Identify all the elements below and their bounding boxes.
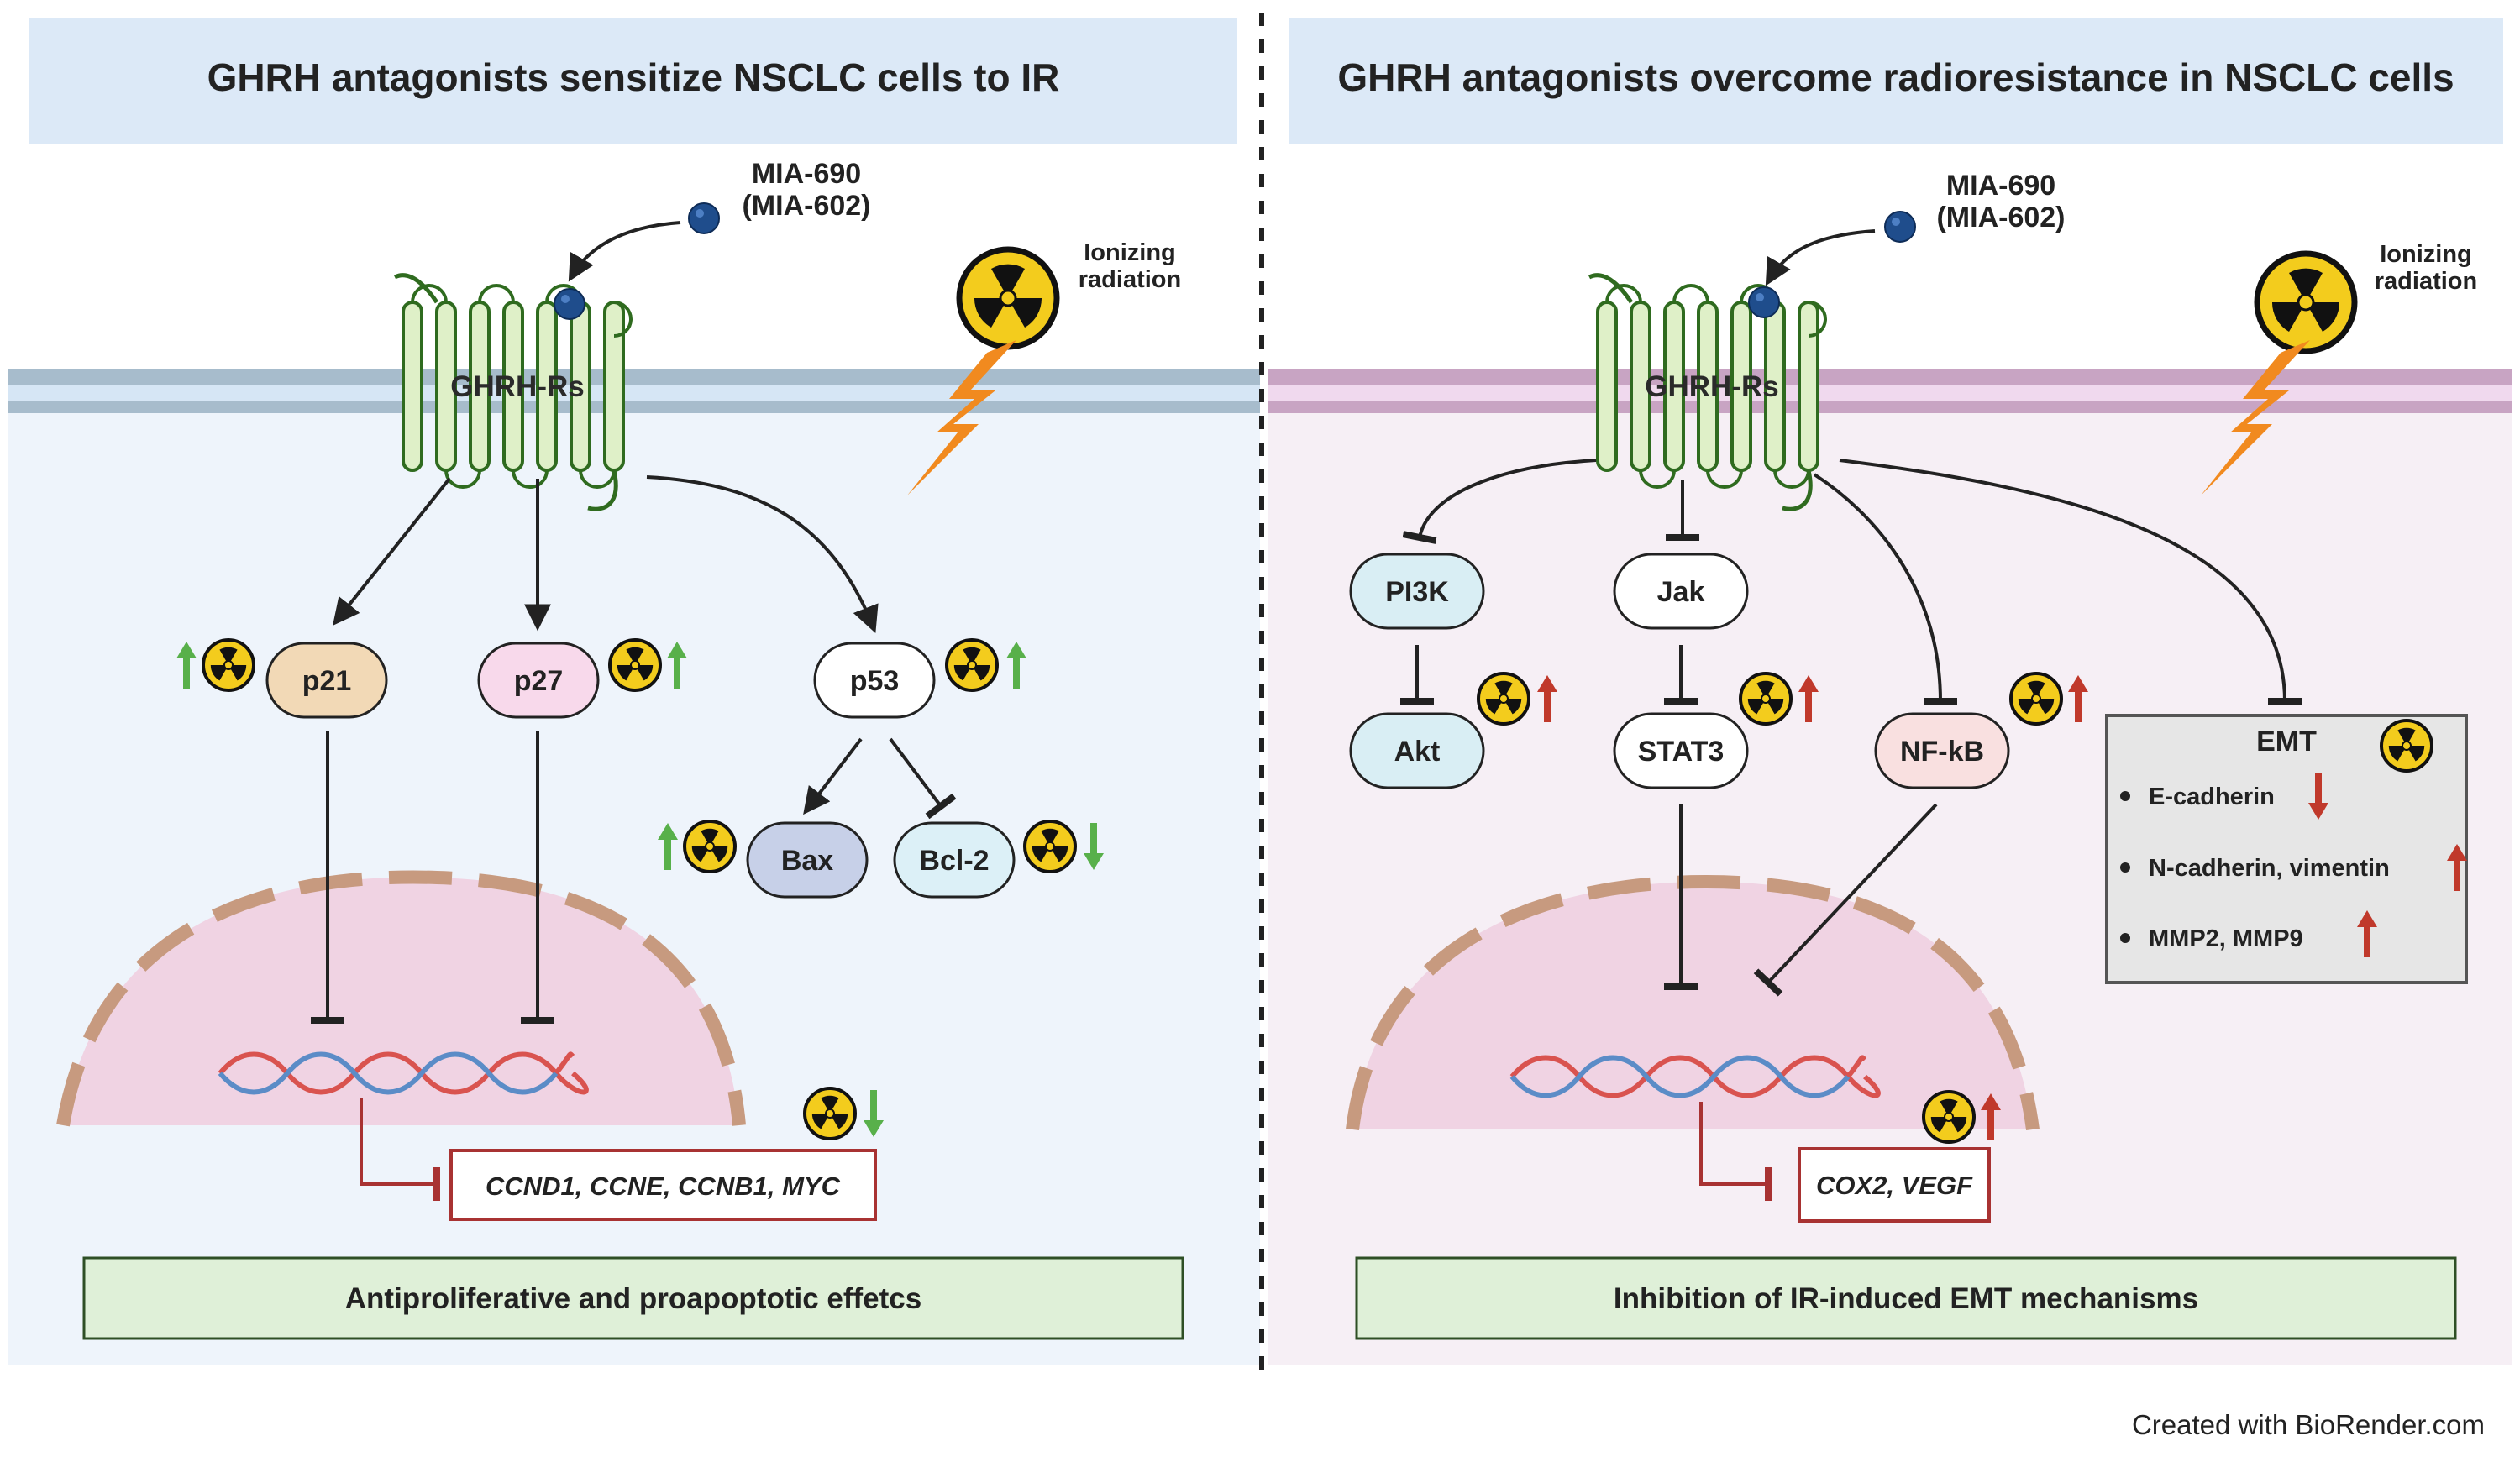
right-drug-name: MIA-690 (1946, 170, 2055, 202)
right-membrane-inner (1268, 401, 2512, 413)
right-drug-alt: (MIA-602) (1936, 202, 2065, 233)
node-jak (1613, 553, 1749, 630)
left-radiation-line2: radiation (1079, 266, 1181, 293)
left-free-drug-icon (688, 202, 720, 234)
node-akt-label: Akt (1394, 736, 1441, 768)
node-jak-label: Jak (1657, 576, 1705, 608)
left-drug-alt: (MIA-602) (742, 190, 870, 222)
right-radiation-source-icon (2257, 254, 2355, 351)
node-bcl2-label: Bcl-2 (919, 845, 989, 877)
node-p27-label: p27 (514, 665, 564, 697)
node-stat3 (1613, 712, 1749, 789)
left-header (29, 18, 1237, 144)
node-p27 (477, 642, 600, 719)
emt-item-3: MMP2, MMP9 (2149, 925, 2303, 952)
emt-item-2: N-cadherin, vimentin (2149, 855, 2390, 882)
emt-title: EMT (2256, 726, 2317, 757)
node-nfkb-label: NF-kB (1900, 736, 1984, 768)
right-genes: COX2, VEGF (1816, 1171, 1973, 1200)
right-header (1289, 18, 2503, 144)
node-bax-label: Bax (781, 845, 833, 877)
left-outcome-box (82, 1256, 1184, 1340)
left-gene-box (449, 1149, 877, 1221)
left-drug-name: MIA-690 (752, 158, 861, 190)
right-title: GHRH antagonists overcome radioresistanc… (1337, 55, 2454, 99)
right-gene-box (1798, 1147, 1991, 1223)
right-bound-drug-icon (1748, 286, 1780, 318)
emt-item-1: E-cadherin (2149, 784, 2275, 810)
biorender-credit: Created with BioRender.com (2132, 1409, 2485, 1440)
node-pi3k-label: PI3K (1385, 576, 1449, 608)
left-receptor-label: GHRH-Rs (450, 370, 584, 403)
right-receptor-label: GHRH-Rs (1645, 370, 1778, 403)
left-radiation-source-icon (959, 249, 1057, 347)
node-bcl2 (893, 821, 1016, 899)
node-p53-label: p53 (850, 665, 900, 697)
left-panel: GHRH antagonists sensitize NSCLC cells t… (8, 18, 1260, 1365)
node-bax (746, 821, 869, 899)
right-nuclear-envelope (1346, 874, 2040, 1131)
node-p53 (813, 642, 936, 719)
right-outcome: Inhibition of IR-induced EMT mechanisms (1614, 1282, 2198, 1315)
right-membrane-outer (1268, 369, 2512, 385)
left-bound-drug-icon (554, 288, 585, 320)
left-title: GHRH antagonists sensitize NSCLC cells t… (207, 55, 1060, 99)
right-panel: GHRH antagonists overcome radioresistanc… (1268, 18, 2512, 1365)
node-p21-label: p21 (302, 665, 352, 697)
right-radiation-line1: Ionizing (2380, 241, 2472, 268)
node-nfkb (1874, 712, 2010, 789)
node-stat3-label: STAT3 (1638, 736, 1725, 768)
node-p21 (265, 642, 388, 719)
left-outcome: Antiproliferative and proapoptotic effet… (345, 1282, 921, 1315)
right-outcome-box (1355, 1256, 2457, 1340)
left-radiation-line1: Ionizing (1084, 239, 1176, 266)
left-genes: CCND1, CCNE, CCNB1, MYC (486, 1171, 841, 1201)
right-radiation-line2: radiation (2375, 268, 2477, 295)
node-pi3k (1349, 553, 1485, 630)
left-membrane-inner (8, 401, 1260, 413)
left-nuclear-envelope (56, 870, 746, 1127)
left-membrane-outer (8, 369, 1260, 385)
node-akt (1349, 712, 1485, 789)
right-free-drug-icon (1884, 211, 1916, 243)
